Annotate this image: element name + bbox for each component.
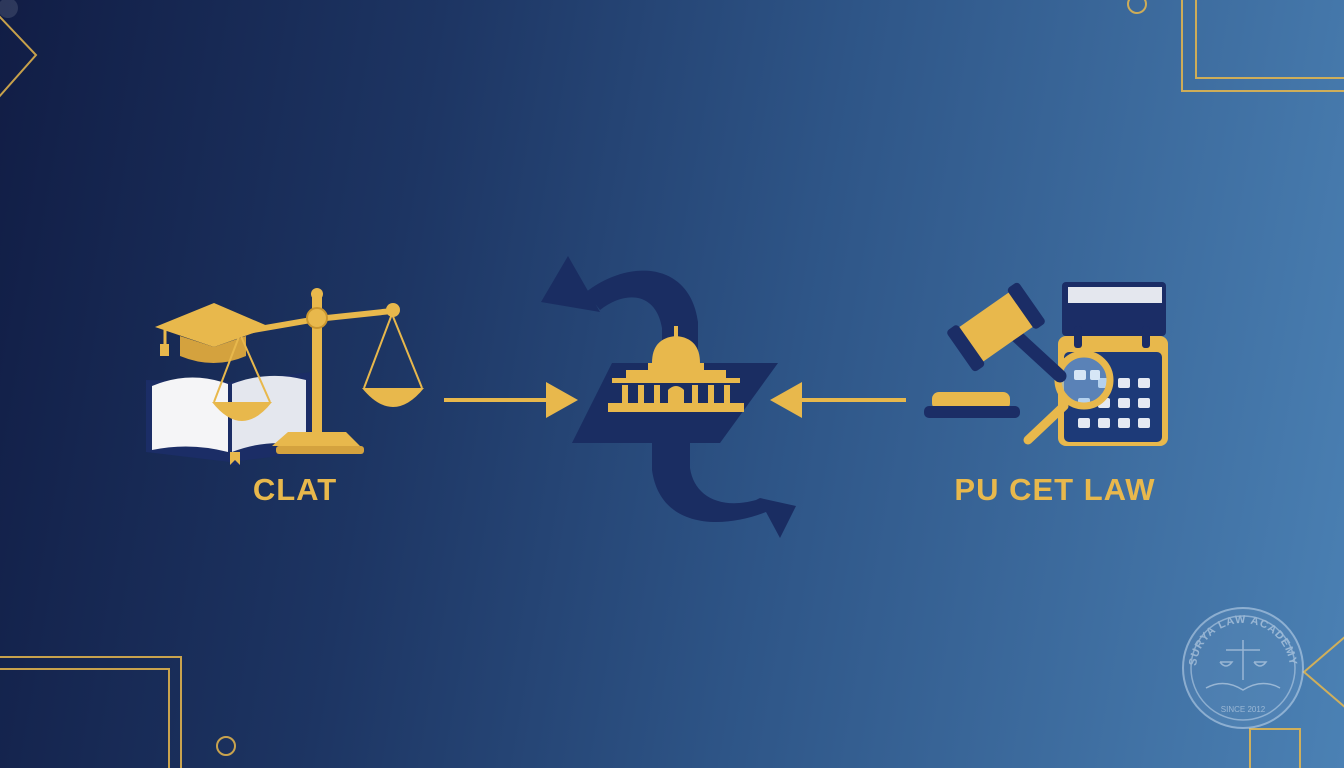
corner-box-bottom-right <box>1249 728 1301 768</box>
law-book-icon <box>1062 282 1166 336</box>
corner-chevron-top-left <box>0 15 38 98</box>
clat-label: CLAT <box>252 472 338 507</box>
courthouse-dome-icon <box>608 326 744 412</box>
corner-bracket-bottom-left-outer <box>0 656 182 768</box>
corner-bracket-top-right-inner <box>1195 0 1344 79</box>
seal-scales-icon <box>1205 640 1281 691</box>
arrow-pucet-to-center <box>770 382 906 418</box>
corner-chevron-right <box>1302 636 1344 708</box>
gavel-icon <box>924 282 1067 418</box>
scales-of-justice-icon <box>212 288 424 454</box>
corner-ring-bottom <box>216 736 236 756</box>
arrow-clat-to-center <box>444 382 578 418</box>
corner-bracket-top-right-outer <box>1181 0 1344 92</box>
seal-since-text: SINCE 2012 <box>1221 705 1266 714</box>
corner-bracket-bottom-left-inner <box>0 668 170 768</box>
pucet-law-label: PU CET LAW <box>954 472 1156 507</box>
corner-ring-top <box>1127 0 1147 14</box>
